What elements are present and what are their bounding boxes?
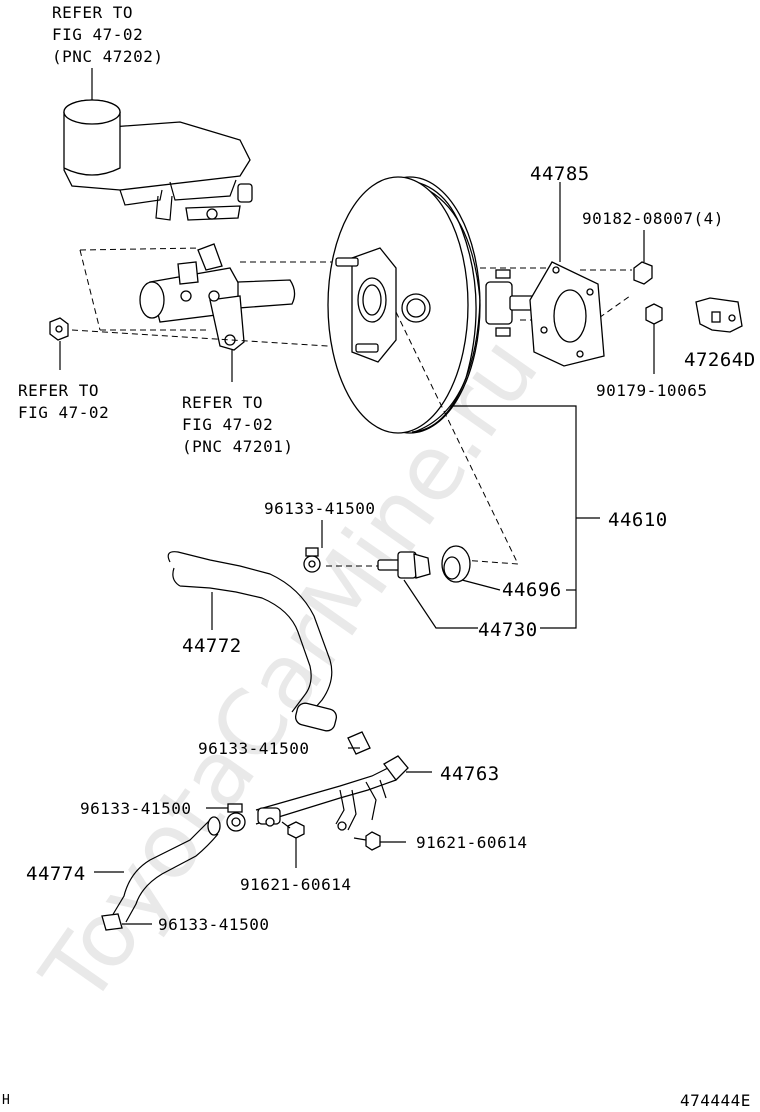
nut-90182 (633, 261, 653, 285)
hose-clip (226, 803, 246, 832)
bolt-91621-right (353, 831, 381, 851)
label-96133-middle: 96133-41500 (198, 739, 309, 758)
assembly-bracket (450, 405, 577, 629)
guide-line (79, 247, 201, 251)
label-90179: 90179-10065 (596, 381, 707, 400)
label-47264d: 47264D (684, 349, 756, 371)
label-line: FIG 47-02 (52, 25, 143, 44)
label-line: FIG 47-02 (18, 403, 109, 422)
grommet-44696 (441, 545, 471, 583)
vacuum-pipe-44763 (255, 755, 409, 831)
label-91621-right: 91621-60614 (416, 833, 527, 852)
label-96133-bottom: 96133-41500 (158, 915, 269, 934)
label-44696: 44696 (502, 579, 562, 601)
label-90182: 90182-08007(4) (582, 209, 724, 228)
label-44610: 44610 (608, 509, 668, 531)
nut-left (49, 317, 69, 341)
bolt-91621-left (281, 821, 305, 839)
hose-44774 (111, 816, 221, 923)
label-line: (PNC 47201) (182, 437, 293, 456)
gasket-plate (529, 261, 605, 367)
guide-line (79, 249, 101, 331)
label-line: REFER TO (182, 393, 263, 412)
guide-line (71, 329, 361, 349)
label-44730: 44730 (478, 619, 538, 641)
label-line: FIG 47-02 (182, 415, 273, 434)
brake-booster (327, 176, 541, 434)
label-44774: 44774 (26, 863, 86, 885)
label-ref-master: REFER TO FIG 47-02 (PNC 47201) (182, 393, 293, 456)
figure-code: 474444E (680, 1091, 751, 1110)
label-44772: 44772 (182, 635, 242, 657)
label-ref-reservoir: REFER TO FIG 47-02 (PNC 47202) (52, 3, 163, 66)
label-44785: 44785 (530, 163, 590, 185)
label-ref-nut: REFER TO FIG 47-02 (18, 381, 109, 422)
label-91621-left: 91621-60614 (240, 875, 351, 894)
reservoir-assembly (63, 99, 253, 221)
hose-clip (303, 547, 321, 573)
nut-90179 (645, 303, 663, 325)
master-cylinder (139, 243, 296, 351)
label-line: (PNC 47202) (52, 47, 163, 66)
label-96133-top: 96133-41500 (264, 499, 375, 518)
hose-44772 (167, 551, 338, 732)
check-valve (377, 551, 431, 579)
label-line: REFER TO (52, 3, 133, 22)
label-44763: 44763 (440, 763, 500, 785)
hose-clip (101, 913, 123, 931)
corner-mark: H (2, 1093, 10, 1108)
label-line: REFER TO (18, 381, 99, 400)
bracket-47264d (695, 297, 743, 333)
hose-clip (347, 731, 371, 755)
label-96133-lower: 96133-41500 (80, 799, 191, 818)
guide-line (395, 311, 519, 565)
